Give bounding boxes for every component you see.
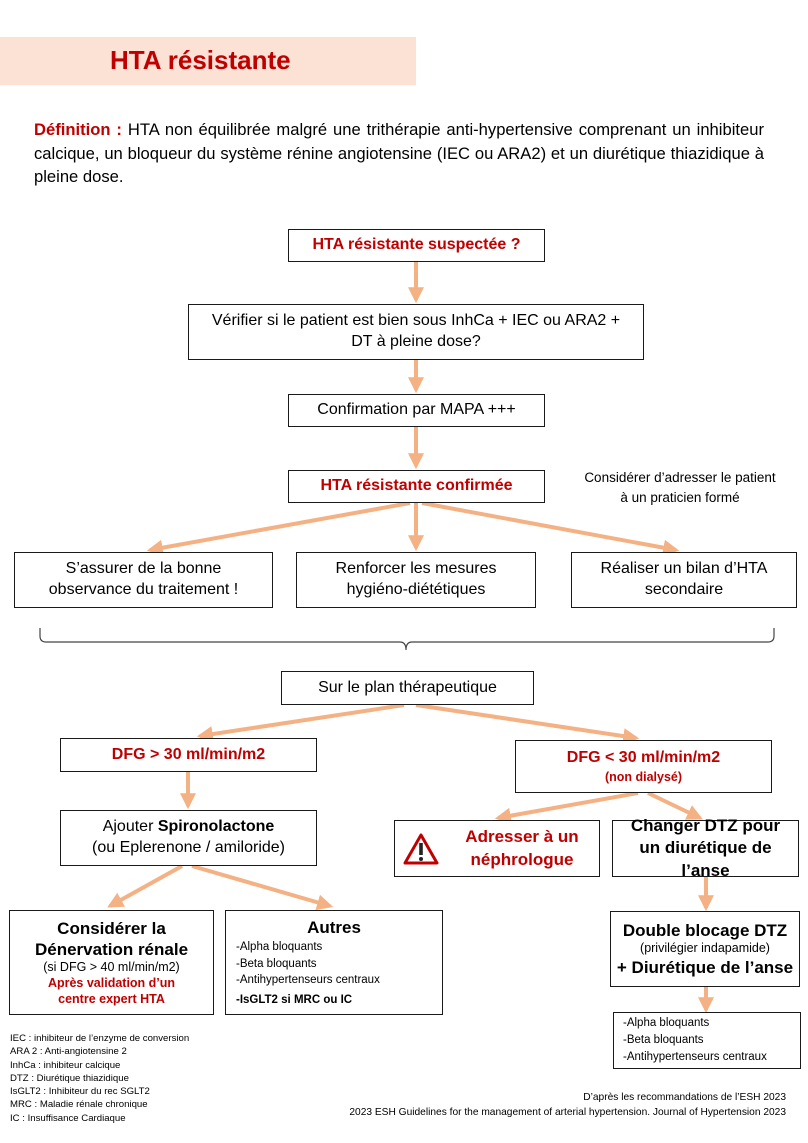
- definition-paragraph: Définition : HTA non équilibrée malgré u…: [34, 118, 764, 189]
- box-bilan: Réaliser un bilan d’HTA secondaire: [571, 552, 797, 608]
- legend-item: InhCa : inhibiteur calcique: [10, 1059, 121, 1071]
- curly-brace: [39, 628, 775, 651]
- definition-label: Définition :: [34, 120, 122, 139]
- box-hygiene: Renforcer les mesures hygiéno-diététique…: [296, 552, 536, 608]
- box-observance: S’assurer de la bonne observance du trai…: [14, 552, 273, 608]
- box-double-blocage: Double blocage DTZ (privilégier indapami…: [610, 911, 800, 987]
- double-title: Double blocage DTZ: [622, 920, 788, 940]
- final-item: -Antihypertenseurs centraux: [623, 1050, 767, 1063]
- box-autres: Autres -Alpha bloquants -Beta bloquants …: [225, 910, 443, 1015]
- spiro-line: Ajouter Spironolactone: [103, 817, 275, 838]
- source-line: 2023 ESH Guidelines for the management o…: [349, 1107, 786, 1118]
- box-dfg-low: DFG < 30 ml/min/m2 (non dialysé): [515, 740, 772, 793]
- dfg-low-sub: (non dialysé): [604, 769, 683, 784]
- arrow-confirmed-bilan: [421, 501, 680, 556]
- arrow-spiro-denervation: [107, 864, 183, 908]
- nephro-text: Adresser à un néphrologue: [445, 826, 599, 870]
- box-nephrologue: Adresser à un néphrologue: [394, 820, 600, 877]
- box-suspected: HTA résistante suspectée ?: [288, 229, 545, 262]
- autres-title: Autres: [307, 918, 361, 937]
- abbreviation-legend: IEC : inhibiteur de l’enzyme de conversi…: [10, 1032, 189, 1125]
- denerv-note: Après validation d’un centre expert HTA: [47, 975, 176, 1006]
- box-final-options: -Alpha bloquants -Beta bloquants -Antihy…: [613, 1012, 801, 1069]
- denerv-title-2: Dénervation rénale: [34, 940, 189, 960]
- spiro-prefix: Ajouter: [102, 818, 158, 836]
- arrow-confirmed-observance: [146, 501, 411, 556]
- title-band: [0, 37, 416, 85]
- box-confirmed: HTA résistante confirmée: [288, 470, 545, 503]
- box-dfg-high: DFG > 30 ml/min/m2: [60, 738, 317, 772]
- legend-item: DTZ : Diurétique thiazidique: [10, 1072, 129, 1084]
- box-change-dtz: Changer DTZ pour un diurétique de l’anse: [612, 816, 799, 880]
- autres-item: -Antihypertenseurs centraux: [236, 974, 380, 987]
- nephro-line1: Adresser à un: [465, 827, 579, 847]
- box-spironolactone: Ajouter Spironolactone (ou Eplerenone / …: [60, 810, 317, 866]
- dfg-low-label: DFG < 30 ml/min/m2: [566, 748, 721, 766]
- warning-icon: [403, 832, 439, 866]
- arrow-therapeutic-dfghigh: [196, 703, 405, 742]
- legend-item: IsGLT2 : Inhibiteur du rec SGLT2: [10, 1086, 150, 1098]
- spiro-sub: (ou Eplerenone / amiloride): [92, 839, 285, 856]
- definition-text: HTA non équilibrée malgré une trithérapi…: [34, 120, 764, 186]
- arrow-therapeutic-dfglow: [415, 703, 640, 745]
- box-therapeutic: Sur le plan thérapeutique: [281, 671, 534, 705]
- legend-item: IC : Insuffisance Cardiaque: [10, 1112, 126, 1124]
- denerv-condition: (si DFG > 40 ml/min/m2): [43, 960, 180, 975]
- denerv-title-1: Considérer la: [57, 918, 166, 938]
- autres-extra: -IsGLT2 si MRC ou IC: [236, 994, 353, 1007]
- final-item: -Beta bloquants: [623, 1034, 704, 1047]
- final-item: -Alpha bloquants: [623, 1017, 710, 1030]
- source-citation: D’après les recommandations de l’ESH 202…: [349, 1090, 786, 1120]
- box-denervation: Considérer la Dénervation rénale (si DFG…: [9, 910, 214, 1015]
- autres-item: -Alpha bloquants: [236, 941, 323, 954]
- source-line: D’après les recommandations de l’ESH 202…: [583, 1092, 786, 1103]
- arrow-dfglow-nephro: [494, 791, 639, 824]
- legend-item: ARA 2 : Anti-angiotensine 2: [10, 1046, 127, 1058]
- arrow-spiro-autres: [191, 864, 334, 911]
- box-confirm-mapa: Confirmation par MAPA +++: [288, 394, 545, 427]
- spiro-drug: Spironolactone: [157, 818, 275, 836]
- legend-item: IEC : inhibiteur de l’enzyme de conversi…: [10, 1033, 190, 1044]
- autres-item: -Beta bloquants: [236, 957, 317, 970]
- page-title: HTA résistante: [110, 45, 291, 75]
- double-plus: + Diurétique de l’anse: [616, 957, 794, 977]
- side-note: Considérer d’adresser le patient à un pr…: [584, 470, 776, 505]
- arrow-dfglow-change: [647, 791, 703, 820]
- nephro-line2: néphrologue: [470, 849, 574, 869]
- legend-item: MRC : Maladie rénale chronique: [10, 1099, 148, 1111]
- double-sub: (privilégier indapamide): [640, 941, 770, 956]
- box-verify: Vérifier si le patient est bien sous Inh…: [188, 304, 644, 360]
